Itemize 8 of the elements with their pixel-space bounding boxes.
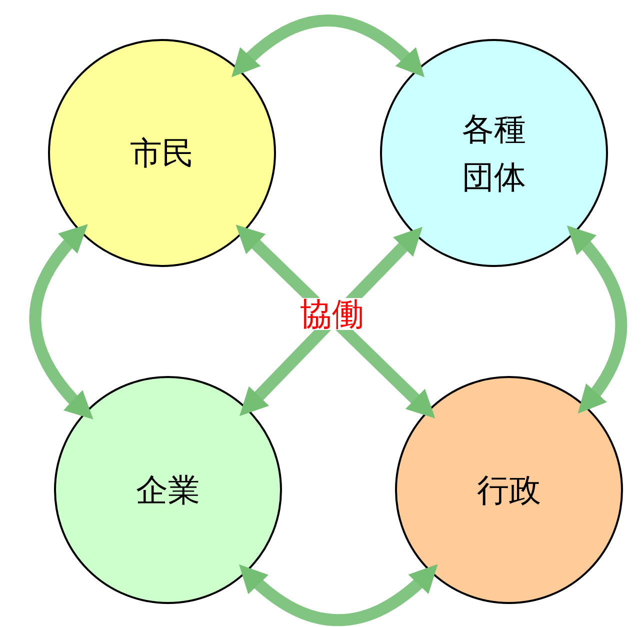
double-arrow [29,224,93,420]
double-arrow [231,14,425,77]
node-label: 市民 [128,133,195,174]
node-label: 企業 [134,470,201,511]
node-label: 行政 [476,470,542,511]
node-label: 各種団体 [460,109,527,198]
double-arrow [567,225,628,414]
double-arrow [238,564,438,626]
